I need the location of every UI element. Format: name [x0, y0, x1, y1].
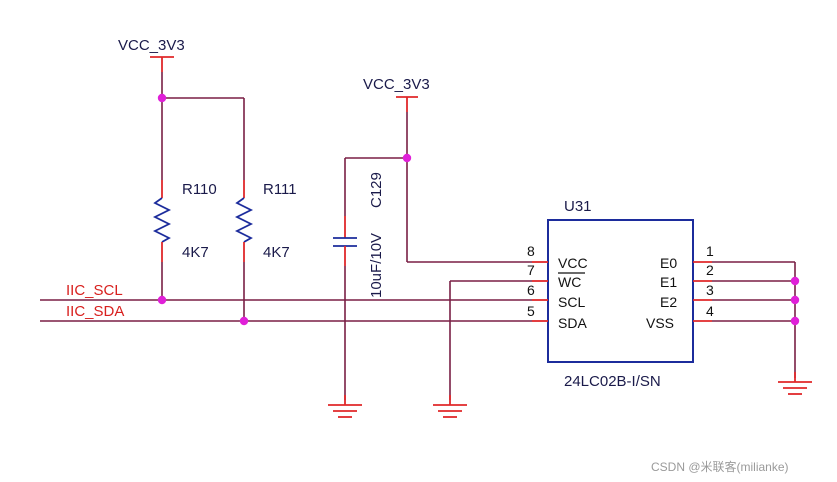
pin-e2-name: E2 — [660, 294, 677, 310]
c129-ref: C129 — [368, 172, 385, 208]
pin-vss-name: VSS — [646, 315, 674, 331]
capacitor-c129: C129 10uF/10V — [333, 158, 385, 400]
pin-8-num: 8 — [527, 243, 535, 259]
r111-ref: R111 — [263, 181, 297, 198]
ground-cap-icon — [328, 395, 362, 418]
chip-u31: U31 24LC02B-I/SN 8 7 6 5 VCC WC SCL SDA … — [527, 198, 714, 390]
pin-scl-name: SCL — [558, 294, 585, 310]
junction-vcc-left — [157, 93, 167, 103]
junction-e2 — [790, 295, 800, 305]
pin-wc-name: WC — [558, 274, 581, 290]
r110-value: 4K7 — [182, 244, 209, 261]
pin-e1-name: E1 — [660, 274, 677, 290]
ground-right-icon — [778, 372, 812, 395]
resistor-r111: R111 4K7 — [234, 98, 297, 321]
pin-4-num: 4 — [706, 303, 714, 319]
junction-e1 — [790, 276, 800, 286]
pin-3-num: 3 — [706, 282, 714, 298]
chip-ref: U31 — [564, 198, 592, 215]
net-iic-scl: IIC_SCL — [66, 282, 123, 299]
vcc-left-label: VCC_3V3 — [118, 37, 185, 54]
r110-ref: R110 — [182, 181, 217, 198]
r111-value: 4K7 — [263, 244, 290, 261]
junction-scl — [157, 295, 167, 305]
vcc-mid-label: VCC_3V3 — [363, 76, 430, 93]
junction-vcc-mid — [402, 153, 412, 163]
pin-e0-name: E0 — [660, 255, 677, 271]
net-iic-sda: IIC_SDA — [66, 303, 124, 320]
pin-7-num: 7 — [527, 262, 535, 278]
junction-sda — [239, 316, 249, 326]
c129-value: 10uF/10V — [368, 233, 385, 298]
chip-part: 24LC02B-I/SN — [564, 373, 661, 390]
pin-1-num: 1 — [706, 243, 714, 259]
pin-6-num: 6 — [527, 282, 535, 298]
resistor-r110: R110 4K7 — [152, 98, 217, 300]
pin-vcc-name: VCC — [558, 255, 588, 271]
pin-5-num: 5 — [527, 303, 535, 319]
iic-bus: IIC_SCL IIC_SDA — [40, 282, 532, 326]
ground-wc-icon — [433, 395, 467, 418]
pin-sda-name: SDA — [558, 315, 587, 331]
watermark: CSDN @米联客(milianke) — [651, 459, 789, 474]
pin-2-num: 2 — [706, 262, 714, 278]
vcc-mid-symbol: VCC_3V3 — [363, 76, 430, 112]
vcc-left-symbol: VCC_3V3 — [118, 37, 185, 72]
junction-vss — [790, 316, 800, 326]
